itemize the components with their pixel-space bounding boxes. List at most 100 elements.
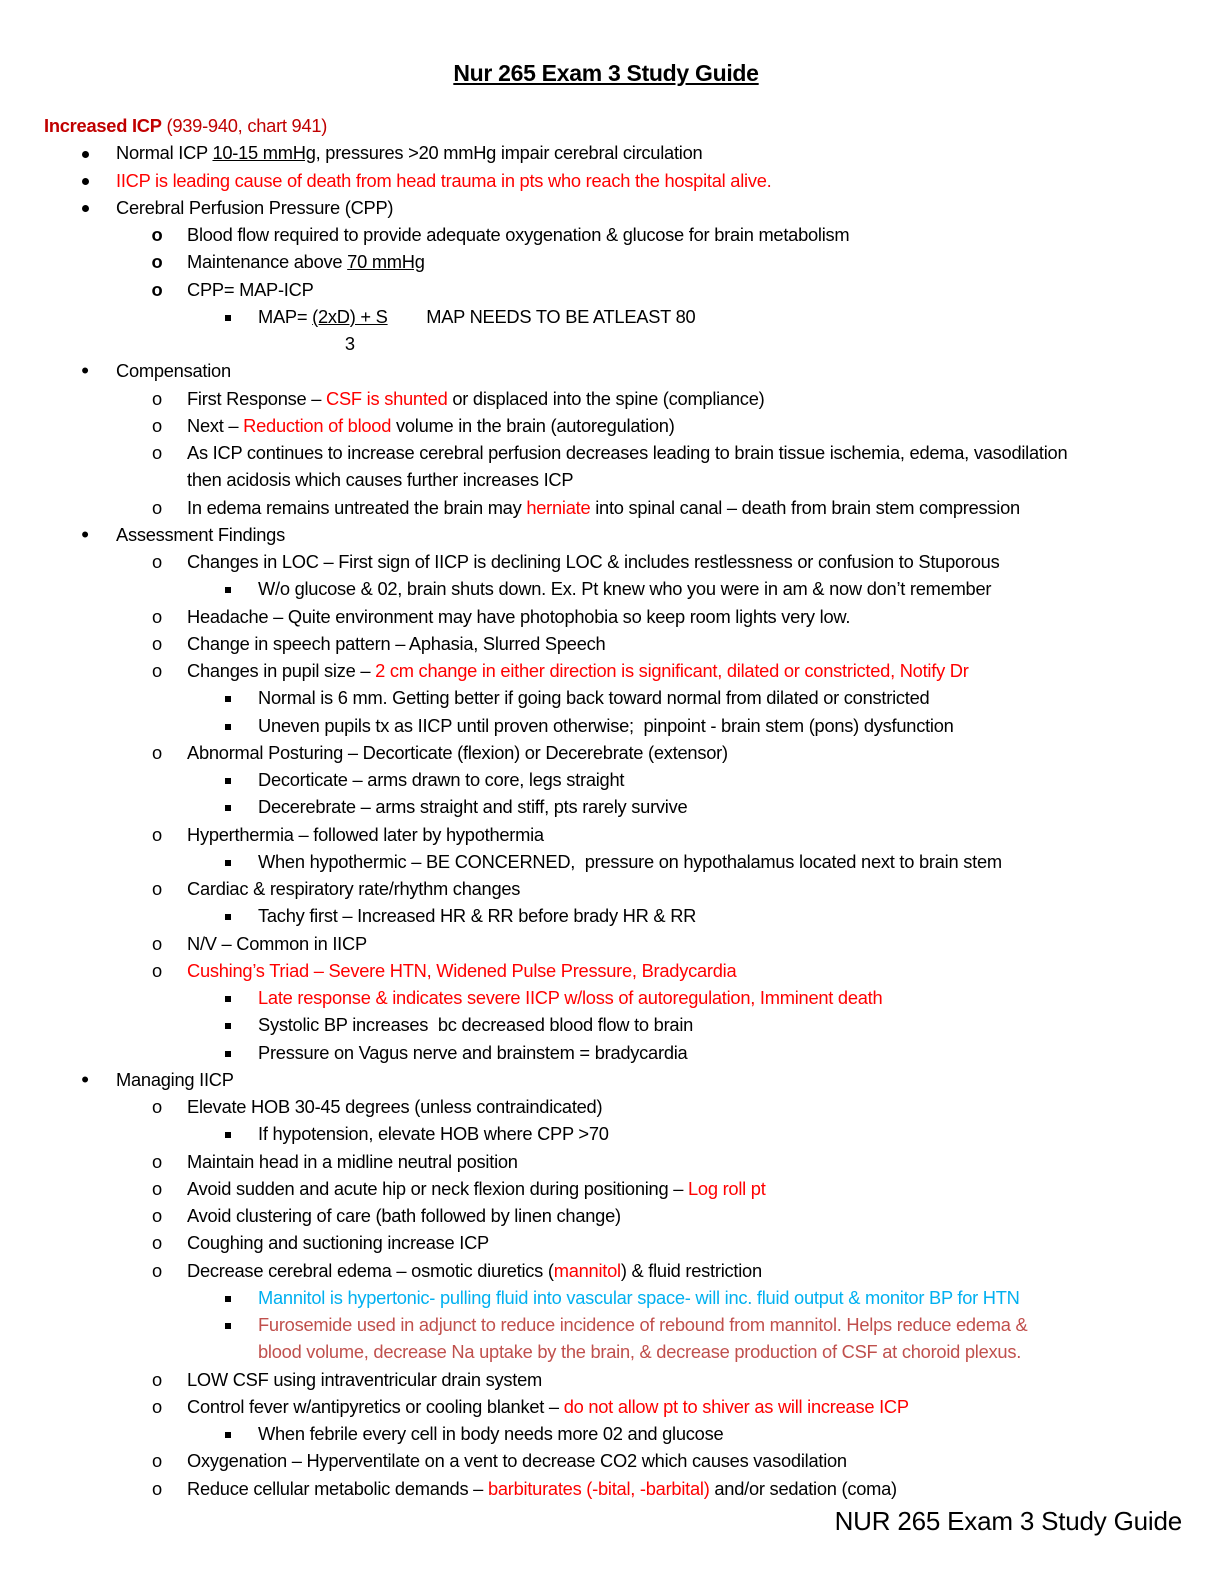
circle-bullet-icon: o [151, 251, 163, 273]
circle-bullet-icon: o [152, 1368, 162, 1390]
text-segment: Avoid clustering of care (bath followed … [187, 1205, 621, 1226]
text-segment: If hypotension, elevate HOB where CPP >7… [258, 1123, 609, 1145]
text-segment: Decorticate – arms drawn to core, legs s… [258, 769, 625, 790]
item-text: Blood flow required to provide adequate … [187, 221, 850, 248]
text-segment: Change in speech pattern – Aphasia, Slur… [187, 632, 606, 654]
text-segment: In edema remains untreated the brain may [187, 496, 527, 518]
text-segment: Blood flow required to provide adequate … [187, 224, 850, 245]
circle-bullet-icon: o [152, 1395, 162, 1417]
item-text: Cushing’s Triad – Severe HTN, Widened Pu… [187, 957, 737, 984]
item-text: Maintenance above 70 mmHg [187, 248, 425, 275]
item-text: First Response – CSF is shunted or displ… [187, 385, 765, 412]
text-segment: Maintenance above [187, 251, 348, 273]
text-segment: Next – [187, 414, 244, 436]
dot-bullet-icon: • [81, 1066, 89, 1092]
item-text: Coughing and suctioning increase ICP [187, 1229, 489, 1256]
list-item: o LOW CSF using intraventricular drain sy… [0, 1366, 1224, 1393]
circle-bullet-icon: o [152, 1177, 162, 1199]
list-item: o In edema remains untreated the brain ma… [0, 494, 1224, 521]
list-item: When febrile every cell in body needs mo… [0, 1420, 1224, 1447]
list-item: Decorticate – arms drawn to core, legs s… [0, 766, 1224, 793]
item-text: W/o glucose & 02, brain shuts down. Ex. … [258, 575, 991, 602]
item-text: MAP= (2xD) + S MAP NEEDS TO BE ATLEAST 8… [258, 303, 696, 330]
item-text: Cerebral Perfusion Pressure (CPP) [116, 194, 394, 221]
item-text: Increased ICP (939-940, chart 941) [44, 112, 327, 139]
list-item: Normal is 6 mm. Getting better if going … [0, 684, 1224, 711]
list-item: blood volume, decrease Na uptake by the … [0, 1338, 1224, 1365]
text-segment: 2 cm change in either direction is signi… [375, 660, 969, 681]
text-segment: Cerebral Perfusion Pressure (CPP) [116, 196, 394, 218]
list-item: o Hyperthermia – followed later by hypoth… [0, 821, 1224, 848]
text-segment: LOW CSF using intraventricular drain sys… [187, 1368, 542, 1390]
list-item: o First Response – CSF is shunted or disp… [0, 385, 1224, 412]
list-item: When hypothermic – BE CONCERNED, pressur… [0, 848, 1224, 875]
list-item: Mannitol is hypertonic- pulling fluid in… [0, 1284, 1224, 1311]
item-text: In edema remains untreated the brain may… [187, 494, 1020, 521]
dot-bullet-icon: • [81, 521, 89, 547]
item-text: Normal is 6 mm. Getting better if going … [258, 684, 930, 711]
item-text: Decerebrate – arms straight and stiff, p… [258, 793, 688, 820]
item-text: Systolic BP increases bc decreased blood… [258, 1011, 693, 1038]
item-text: then acidosis which causes further incre… [187, 466, 574, 493]
circle-bullet-icon: o [152, 551, 162, 572]
list-item: If hypotension, elevate HOB where CPP >7… [0, 1120, 1224, 1147]
text-segment: then acidosis which causes further incre… [187, 469, 574, 491]
square-bullet-icon [221, 902, 235, 929]
list-item: o Elevate HOB 30-45 degrees (unless contr… [0, 1093, 1224, 1120]
item-text: Furosemide used in adjunct to reduce inc… [258, 1311, 1028, 1338]
list-item: Late response & indicates severe IICP w/… [0, 984, 1224, 1011]
square-bullet-icon [221, 712, 235, 739]
square-bullet-icon [221, 848, 235, 875]
item-text: Abnormal Posturing – Decorticate (flexio… [187, 739, 728, 766]
list-item: Pressure on Vagus nerve and brainstem = … [0, 1039, 1224, 1066]
text-segment: Increased ICP [44, 115, 162, 136]
item-text: LOW CSF using intraventricular drain sys… [187, 1366, 542, 1393]
list-item: Cerebral Perfusion Pressure (CPP) [0, 194, 1224, 221]
square-bullet-icon [221, 575, 235, 602]
circle-bullet-icon: o [151, 224, 163, 245]
list-item: Systolic BP increases bc decreased blood… [0, 1011, 1224, 1038]
item-text: Decrease cerebral edema – osmotic diuret… [187, 1257, 762, 1284]
text-segment: Normal ICP [116, 142, 213, 164]
text-segment: Control fever w/antipyretics or cooling … [187, 1395, 564, 1417]
text-segment: Pressure on Vagus nerve and brainstem = … [258, 1041, 688, 1063]
item-text: Hyperthermia – followed later by hypothe… [187, 821, 544, 848]
text-segment: 10-15 mmHg [212, 142, 316, 164]
circle-bullet-icon: o [152, 823, 162, 845]
item-text: Changes in pupil size – 2 cm change in e… [187, 657, 969, 684]
item-text: Reduce cellular metabolic demands – barb… [187, 1475, 897, 1502]
circle-bullet-icon: o [152, 932, 162, 954]
section-heading: Increased ICP (939-940, chart 941) [0, 112, 1224, 139]
text-segment: Changes in LOC – First sign of IICP is d… [187, 551, 1000, 572]
text-segment: 70 mmHg [347, 251, 425, 273]
circle-bullet-icon: o [152, 1096, 162, 1117]
circle-bullet-icon: o [152, 496, 162, 518]
circle-bullet-icon: o [152, 387, 162, 409]
square-bullet-icon [221, 1120, 235, 1147]
text-segment: When febrile every cell in body needs mo… [258, 1423, 724, 1444]
item-text: Maintain head in a midline neutral posit… [187, 1148, 518, 1175]
text-segment: IICP is leading cause of death from head… [116, 169, 772, 191]
page-title: Nur 265 Exam 3 Study Guide [453, 60, 759, 86]
item-text: Uneven pupils tx as IICP until proven ot… [258, 712, 954, 739]
item-text: IICP is leading cause of death from head… [116, 167, 772, 194]
item-text: Decorticate – arms drawn to core, legs s… [258, 766, 624, 793]
item-text: Next – Reduction of blood volume in the … [187, 412, 675, 439]
text-segment: Elevate HOB 30-45 degrees (unless contra… [187, 1096, 603, 1117]
list-item: MAP= (2xD) + S MAP NEEDS TO BE ATLEAST 8… [0, 303, 1224, 330]
text-segment: Coughing and suctioning increase ICP [187, 1232, 489, 1254]
item-text: Normal ICP 10-15 mmHg, pressures >20 mmH… [116, 139, 703, 166]
list-item: •Compensation [0, 357, 1224, 384]
item-text: 3 [258, 330, 355, 357]
item-text: Elevate HOB 30-45 degrees (unless contra… [187, 1093, 603, 1120]
list-item: Normal ICP 10-15 mmHg, pressures >20 mmH… [0, 139, 1224, 166]
list-item: o Maintenance above 70 mmHg [0, 248, 1224, 275]
text-segment: MAP= [258, 305, 313, 327]
